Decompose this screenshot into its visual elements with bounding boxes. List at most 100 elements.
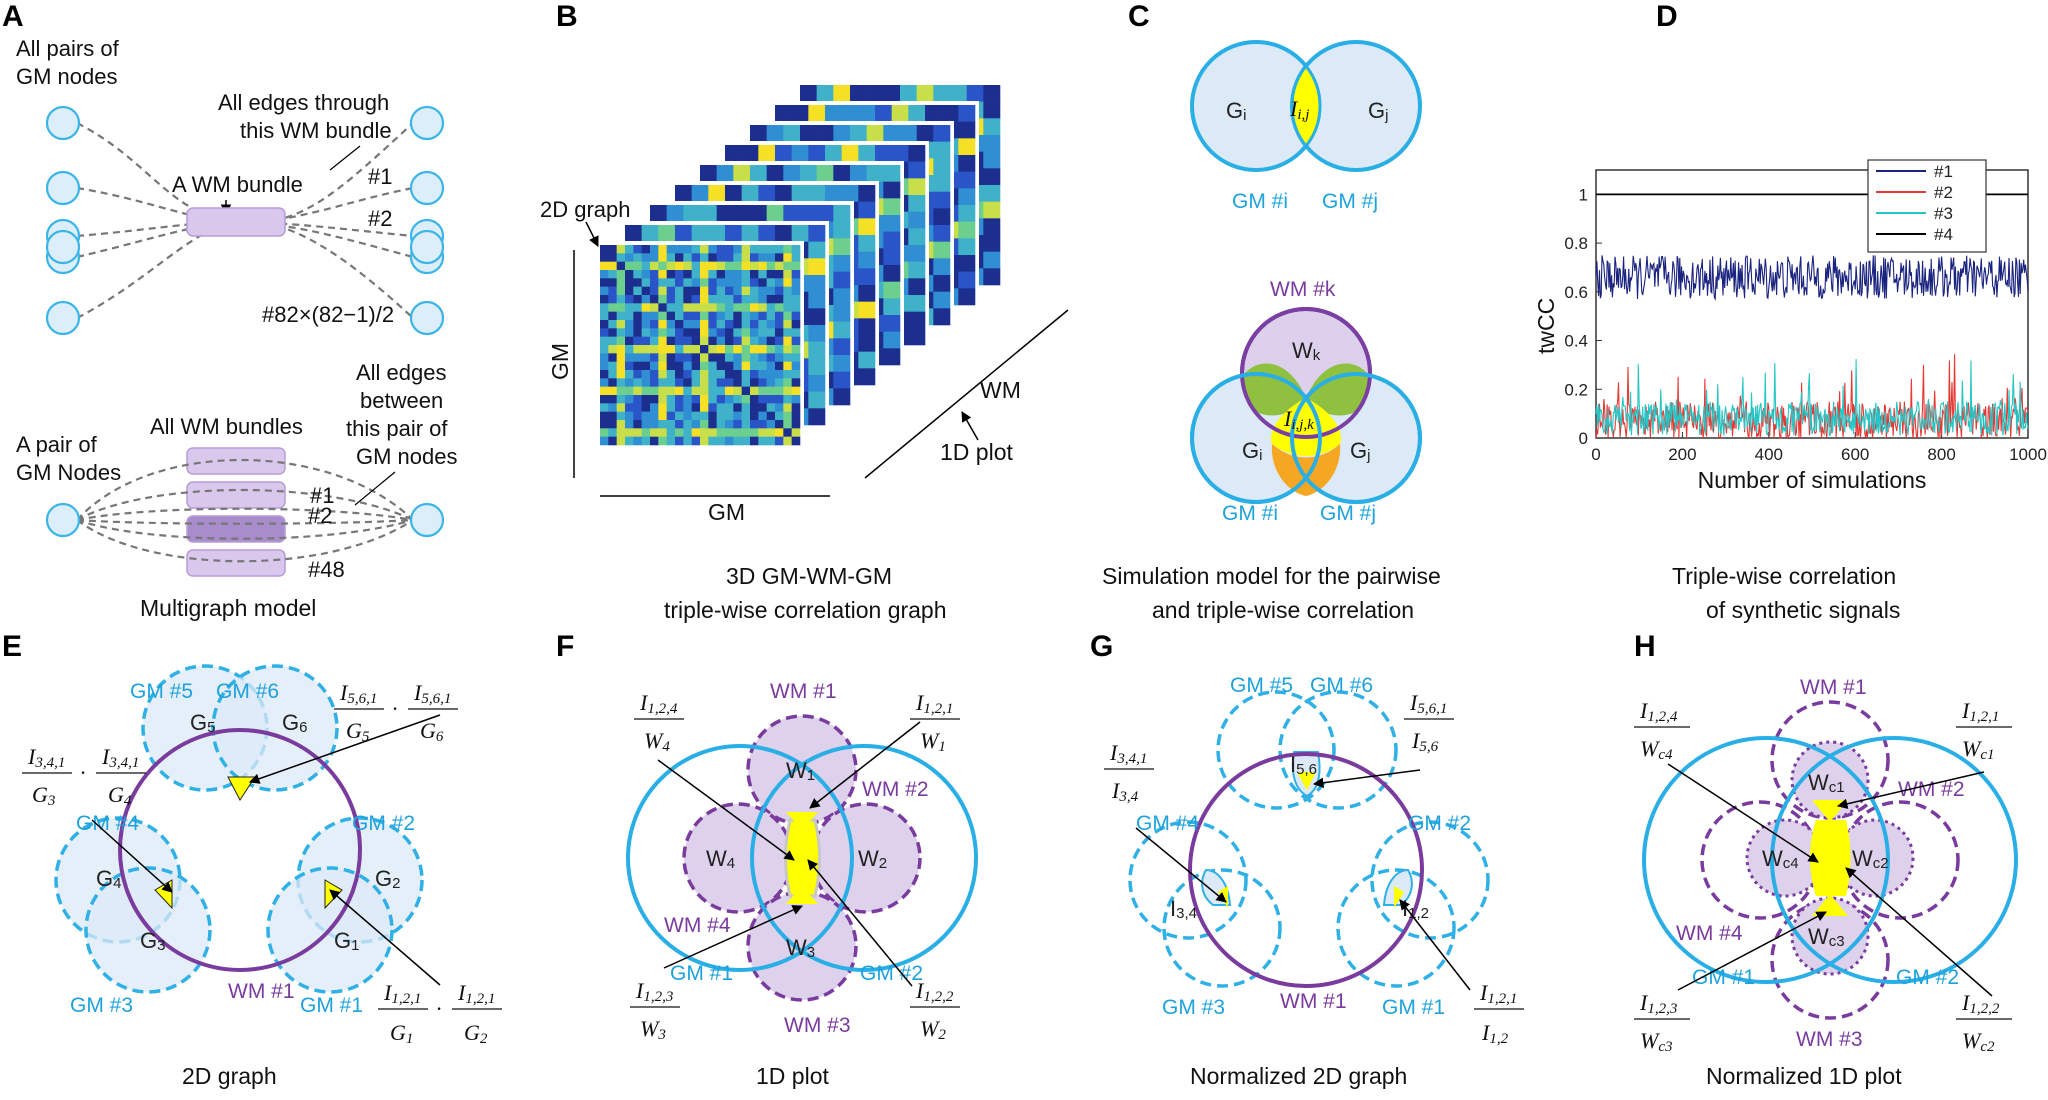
text-this-pair: this pair of — [346, 416, 448, 441]
label-gm-j: GM #j — [1322, 190, 1378, 213]
wm-bundle-box — [186, 207, 286, 237]
svg-text:·: · — [436, 996, 442, 1021]
f-gm1: GM #1 — [670, 962, 733, 985]
y-tick-label: 0 — [1579, 429, 1588, 448]
svg-text:Wc4: Wc4 — [1640, 736, 1673, 763]
caption-h: Normalized 1D plot — [1706, 1063, 1902, 1089]
label-iijk: Ii,j,k — [1283, 406, 1314, 433]
caption-c-1: Simulation model for the pairwise — [1102, 563, 1441, 589]
edge-label-1: #1 — [368, 164, 392, 189]
e-gm3: GM #3 — [70, 994, 133, 1017]
svg-text:I1,2,1: I1,2,1 — [1479, 980, 1517, 1007]
g-gm1: GM #1 — [1382, 996, 1445, 1019]
panel-label-a: A — [2, 0, 24, 33]
svg-text:I3,4,1: I3,4,1 — [1109, 740, 1147, 767]
label-gj-2: Gj — [1350, 438, 1370, 464]
panel-c: C Gi Gj Ii,j GM #i GM #j WM #k Wk Ii,j,k… — [1102, 0, 1441, 623]
panel-label-g: G — [1090, 630, 1113, 663]
h-wm4: WM #4 — [1676, 922, 1743, 945]
text-gm-nodes: GM nodes — [16, 64, 118, 89]
svg-text:I1,2,2: I1,2,2 — [915, 978, 954, 1005]
text-between: between — [360, 388, 443, 413]
g-formulas: I3,4,1 I3,4 I5,6,1 I5,6 I1,2,1 I1,2 — [1104, 690, 1524, 1047]
x-tick-label: 0 — [1591, 445, 1600, 464]
panel-label-b: B — [556, 0, 578, 33]
svg-text:·: · — [392, 696, 398, 721]
label-gi-2: Gi — [1242, 438, 1262, 464]
f-wm2: WM #2 — [862, 778, 929, 801]
text-a-pair-of: A pair of — [16, 432, 98, 457]
f-wm1: WM #1 — [770, 680, 837, 703]
svg-text:W3: W3 — [640, 1016, 666, 1043]
label-wm: WM — [980, 377, 1021, 403]
svg-text:W4: W4 — [644, 728, 670, 755]
f-wm4: WM #4 — [664, 914, 731, 937]
f-wm-circles — [682, 714, 922, 1002]
legend-box — [1867, 159, 1987, 253]
wm-bundle-stack — [186, 447, 286, 577]
label-gm-bottom: GM — [708, 499, 745, 525]
svg-text:Wc4: Wc4 — [1762, 846, 1799, 872]
label-gj: Gj — [1368, 98, 1388, 124]
svg-text:W2: W2 — [920, 1016, 946, 1043]
label-gm-i-2: GM #i — [1222, 502, 1278, 525]
gm-node-left — [45, 502, 81, 538]
text-a-wm-bundle: A WM bundle — [172, 172, 303, 197]
text-all-pairs: All pairs of — [16, 36, 120, 61]
legend-entry: #1 — [1934, 162, 1953, 181]
svg-text:G5: G5 — [190, 710, 215, 736]
f-gm2-circle — [750, 744, 978, 972]
caption-d-1: Triple-wise correlation — [1672, 563, 1896, 589]
h-wm3: WM #3 — [1796, 1028, 1863, 1051]
e-gm2: GM #2 — [352, 812, 415, 835]
panel-label-d: D — [1656, 0, 1678, 33]
svg-text:I5,6: I5,6 — [1411, 728, 1439, 755]
x-tick-label: 800 — [1927, 445, 1955, 464]
caption-g: Normalized 2D graph — [1190, 1063, 1407, 1089]
svg-text:G2: G2 — [375, 866, 400, 892]
svg-text:I5,6: I5,6 — [1290, 752, 1317, 778]
svg-text:I3,4: I3,4 — [1111, 778, 1139, 805]
edge-label-2: #2 — [368, 206, 392, 231]
legend-entry: #3 — [1934, 204, 1953, 223]
text-gm-nodes-pair: GM Nodes — [16, 460, 121, 485]
text-all-edges: All edges — [356, 360, 447, 385]
svg-text:I1,2,1: I1,2,1 — [1961, 698, 1999, 725]
panel-label-f: F — [556, 630, 574, 663]
text-all-edges-through: All edges through — [218, 90, 389, 115]
h-gm1-circle — [1642, 736, 1890, 984]
panel-g: G I5,6 I3,4 I1,2 GM #5 GM #6 GM #4 GM #2… — [1090, 630, 1524, 1089]
panel-label-h: H — [1634, 630, 1656, 663]
text-all-wm-bundles: All WM bundles — [150, 414, 303, 439]
multi-label-2: #2 — [308, 503, 332, 528]
text-gm-nodes-b: GM nodes — [356, 444, 458, 469]
panel-e: E G5 G6 G4 G2 G3 G1 GM #5 GM #6 GM #4 GM… — [2, 630, 502, 1089]
caption-e: 2D graph — [182, 1063, 277, 1089]
e-gm6: GM #6 — [216, 680, 279, 703]
h-gm1: GM #1 — [1692, 966, 1755, 989]
multigraph-edges — [76, 459, 414, 563]
y-tick-label: 1 — [1579, 185, 1588, 204]
svg-text:I1,2: I1,2 — [1481, 1020, 1509, 1047]
label-wk: Wk — [1292, 338, 1321, 364]
svg-text:I1,2: I1,2 — [1402, 896, 1429, 922]
panel-b: B 2D graph GM GM WM 1D plot 3D GM-WM-GM … — [540, 0, 1069, 623]
x-tick-label: 400 — [1755, 445, 1783, 464]
caption-d-2: of synthetic signals — [1706, 597, 1900, 623]
panel-h: H Wc1 Wc2 Wc4 Wc3 WM #1 WM #2 WM #4 WM #… — [1634, 630, 2018, 1089]
g-gm-circles — [1128, 690, 1490, 988]
caption-b-1: 3D GM-WM-GM — [726, 563, 892, 589]
h-gm2-circle — [1770, 736, 2018, 984]
g-gm3: GM #3 — [1162, 996, 1225, 1019]
gm-nodes-top — [45, 105, 445, 336]
svg-text:I1,2,2: I1,2,2 — [1961, 990, 2000, 1017]
panel-a: A All pairs of GM nodes All edges throug… — [2, 0, 458, 621]
y-tick-label: 0.6 — [1564, 283, 1588, 302]
svg-text:I1,2,3: I1,2,3 — [1639, 990, 1677, 1017]
svg-text:G1: G1 — [390, 1020, 413, 1047]
e-gm1: GM #1 — [300, 994, 363, 1017]
e-wm-circle — [118, 728, 362, 972]
label-gm-left: GM — [547, 343, 573, 380]
caption-c-2: and triple-wise correlation — [1152, 597, 1414, 623]
